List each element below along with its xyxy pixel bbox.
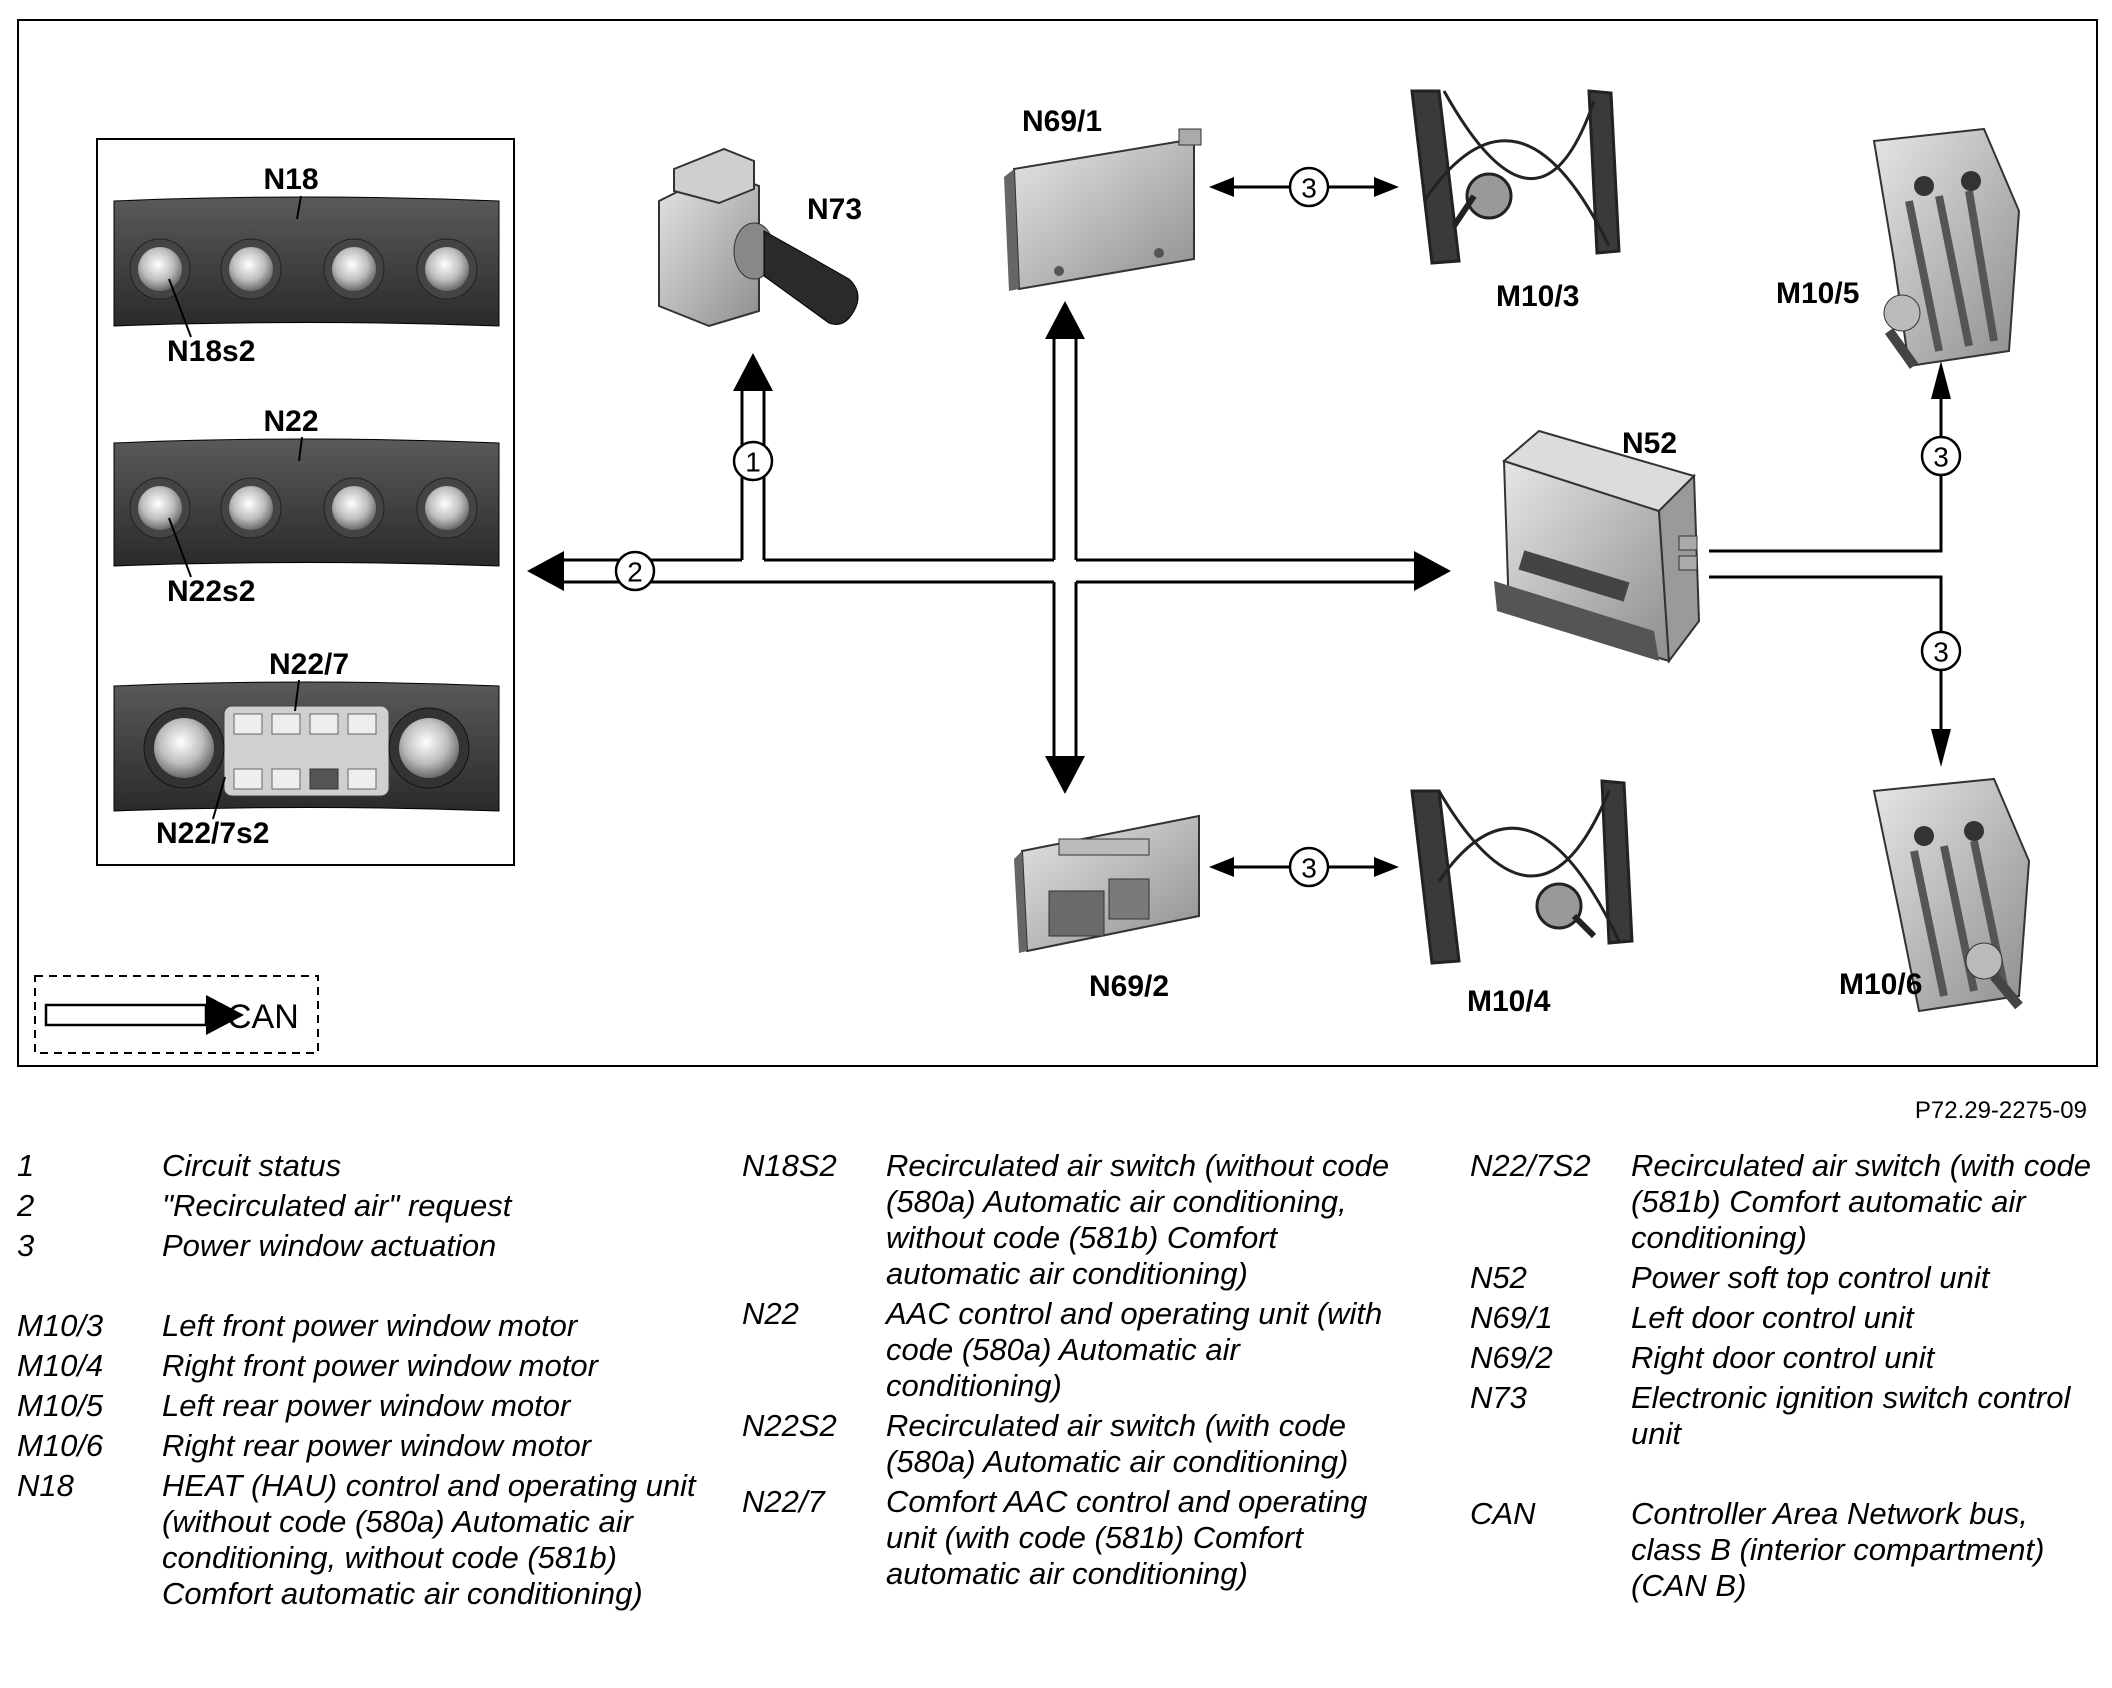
n18-knob-1 [129, 238, 191, 300]
n69-1-label: N69/1 [1022, 105, 1102, 138]
svg-text:2: 2 [627, 557, 643, 588]
n22-7-button-row-top [233, 713, 377, 735]
n18-knob-3 [323, 238, 385, 300]
n69-1-door-control-unit [1004, 128, 1202, 291]
n69-1-to-m10-3-link: 3 [1209, 166, 1399, 208]
svg-text:3: 3 [1933, 637, 1949, 668]
n18-label: N18 [263, 163, 318, 196]
arrowhead-to-m10-6 [1931, 729, 1951, 767]
n18s2-label: N18s2 [167, 335, 255, 368]
diagram-frame: N18 N18s2 N22 N22s2 N22/7 N22/7s2 [17, 19, 2098, 1067]
n52-to-rear-motors-links [1709, 399, 1943, 729]
n52-label: N52 [1622, 427, 1677, 460]
m10-5-motor [1883, 294, 1921, 369]
signal-marker-3-m10-3: 3 [1301, 173, 1317, 204]
n22-7-button-row-bottom [233, 768, 377, 790]
n22-7s2-leader [212, 776, 226, 820]
n18-knob-2 [220, 238, 282, 300]
svg-text:1: 1 [745, 447, 761, 478]
n22-7s2-label: N22/7s2 [156, 817, 269, 850]
n52-to-m10-6-link [1709, 575, 1943, 729]
n52-to-m10-5-link [1709, 399, 1943, 553]
n69-2-door-control-unit [1014, 814, 1200, 953]
n22-knob-2 [220, 477, 282, 539]
can-key-box: CAN [34, 975, 319, 1054]
signal-marker-3-m10-5: 3 [1920, 435, 1962, 477]
n69-2-label: N69/2 [1089, 970, 1169, 1003]
n22-7-knob-left [143, 707, 225, 789]
arrowhead-to-m10-5 [1931, 361, 1951, 399]
n18-leader [296, 195, 302, 220]
n18-control-unit [113, 196, 500, 327]
signal-marker-2: 2 [614, 550, 656, 592]
signal-marker-3-m10-4: 3 [1301, 853, 1317, 884]
n22-control-unit [113, 438, 500, 567]
m10-3-window-regulator [1410, 89, 1621, 265]
n22-leader [298, 436, 303, 462]
n73-key [763, 230, 859, 325]
n52-soft-top-control-unit [1494, 429, 1701, 664]
arrowhead-to-panel [527, 551, 564, 591]
m10-3-label: M10/3 [1496, 280, 1579, 313]
n22-7-leader [294, 679, 300, 712]
n22-7-label: N22/7 [269, 648, 349, 681]
n18-knob-4 [416, 238, 478, 300]
n22-label: N22 [263, 405, 318, 438]
n69-2-to-m10-4-link: 3 [1209, 846, 1399, 888]
m10-5-label: M10/5 [1776, 277, 1859, 310]
arrowhead-to-n69-2 [1045, 756, 1085, 794]
m10-6-rear-window-regulator [1872, 777, 2031, 1013]
n73-ignition-switch [658, 147, 859, 328]
can-key-label: CAN [227, 998, 299, 1036]
m10-6-label: M10/6 [1839, 968, 1922, 1001]
diagram-svg: N18 N18s2 N22 N22s2 N22/7 N22/7s2 [34, 89, 2031, 1054]
n22-knob-1 [129, 477, 191, 539]
n22s2-label: N22s2 [167, 575, 255, 608]
svg-text:3: 3 [1933, 442, 1949, 473]
n73-label: N73 [807, 193, 862, 226]
can-bus [564, 339, 1414, 756]
legend-item: 2"Recirculated air" request [17, 1188, 512, 1223]
can-key-arrowhead [206, 995, 244, 1035]
signal-marker-3-m10-6: 3 [1920, 630, 1962, 672]
n22-7-knob-right [388, 707, 470, 789]
n22-7-control-unit [113, 681, 500, 812]
arrowhead-to-n73 [733, 353, 773, 391]
figure-reference: P72.29-2275-09 [1914, 1097, 2087, 1124]
arrowhead-to-n52 [1414, 551, 1451, 591]
n22-knob-4 [416, 477, 478, 539]
can-key-arrow-shaft [44, 1003, 208, 1027]
n22s2-leader [168, 517, 192, 578]
can-arrowheads [527, 301, 1451, 794]
m10-5-rear-window-regulator [1872, 127, 2021, 369]
m10-6-motor [1965, 942, 2023, 1010]
n18s2-leader [168, 278, 192, 338]
m10-4-window-regulator [1410, 779, 1634, 965]
m10-4-label: M10/4 [1467, 985, 1551, 1018]
arrowhead-to-n69-1 [1045, 301, 1085, 339]
signal-marker-1: 1 [732, 440, 774, 482]
n22-knob-3 [323, 477, 385, 539]
